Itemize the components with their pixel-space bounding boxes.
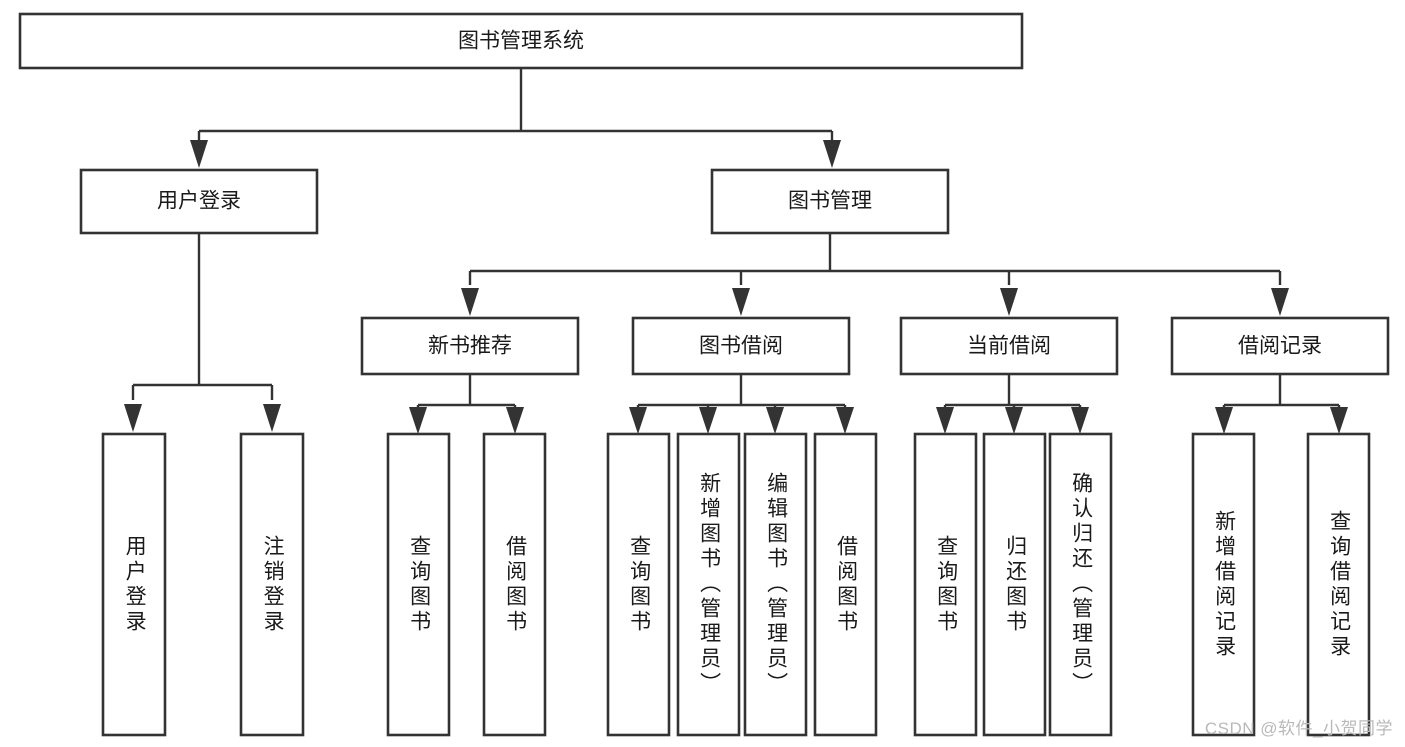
- node-book-borrow[interactable]: 图书借阅: [631, 316, 851, 376]
- node-current-borrow[interactable]: 当前借阅: [899, 316, 1119, 376]
- connector-borrow-record-to-leaves: [1215, 374, 1348, 434]
- connector-current-borrow-to-leaves: [936, 374, 1089, 434]
- borrow-record-label: 借阅记录: [1238, 335, 1322, 358]
- node-borrow-record[interactable]: 借阅记录: [1170, 316, 1390, 376]
- root-box[interactable]: [18, 12, 1024, 70]
- arrow-to-book-borrow: [732, 288, 750, 316]
- arrow-to-book-manage: [823, 140, 841, 168]
- connector-book-manage-to-level3: [461, 233, 1289, 316]
- leaf-box-logout[interactable]: [239, 432, 305, 737]
- arrow-to-leaf-confirm-return: [1071, 407, 1089, 434]
- arrow-to-leaf-query-book-1: [409, 407, 427, 434]
- arrow-to-leaf-query-book-2: [629, 407, 647, 434]
- arrow-to-borrow-record: [1271, 288, 1289, 316]
- arrow-to-leaf-query-book-3: [936, 407, 954, 434]
- arrow-to-leaf-borrow-book-2: [836, 407, 854, 434]
- leaf-box-query-book-3[interactable]: [913, 432, 978, 737]
- connector-book-borrow-to-leaves: [629, 374, 854, 434]
- user-login-box[interactable]: [79, 168, 319, 235]
- user-login-label: 用户登录: [157, 190, 241, 213]
- arrow-to-leaf-add-book: [699, 407, 717, 434]
- arrow-to-leaf-add-record: [1215, 407, 1233, 434]
- leaf-box-add-record[interactable]: [1191, 432, 1256, 737]
- leaf-box-user-login[interactable]: [101, 432, 167, 737]
- current-borrow-label: 当前借阅: [967, 335, 1051, 358]
- current-borrow-box[interactable]: [899, 316, 1119, 376]
- leaf-box-confirm-return[interactable]: [1048, 432, 1113, 737]
- arrow-to-user-login: [190, 140, 208, 168]
- csdn-watermark: CSDN @软件_小贺同学: [1204, 719, 1393, 738]
- leaf-box-borrow-book-2[interactable]: [813, 432, 878, 737]
- node-user-login[interactable]: 用户登录: [79, 168, 319, 235]
- connector-root-to-level2: [190, 68, 841, 168]
- new-book-recommend-label: 新书推荐: [428, 335, 512, 358]
- leaf-box-query-book-1[interactable]: [386, 432, 451, 737]
- leaf-box-borrow-book-1[interactable]: [482, 432, 547, 737]
- arrow-to-current-borrow: [1000, 288, 1018, 316]
- arrow-to-leaf-return-book: [1005, 407, 1023, 434]
- book-borrow-label: 图书借阅: [699, 335, 783, 358]
- connector-user-login-to-leaves: [124, 233, 281, 432]
- node-book-manage[interactable]: 图书管理: [710, 168, 950, 235]
- arrow-to-leaf-edit-book: [766, 407, 784, 434]
- arrow-to-leaf-user-login: [124, 404, 142, 432]
- new-book-recommend-box[interactable]: [360, 316, 580, 376]
- node-new-book-recommend[interactable]: 新书推荐: [360, 316, 580, 376]
- connector-new-book-to-leaves: [409, 374, 524, 434]
- leaf-box-add-book[interactable]: [676, 432, 741, 737]
- book-manage-label: 图书管理: [788, 190, 872, 213]
- node-root[interactable]: 图书管理系统: [18, 12, 1024, 70]
- arrow-to-new-book: [461, 288, 479, 316]
- leaf-box-return-book[interactable]: [982, 432, 1047, 737]
- leaf-box-query-record[interactable]: [1306, 432, 1371, 737]
- root-label: 图书管理系统: [458, 30, 584, 53]
- leaf-box-edit-book[interactable]: [743, 432, 808, 737]
- arrow-to-leaf-query-record: [1330, 407, 1348, 434]
- arrow-to-leaf-borrow-book-1: [506, 407, 524, 434]
- leaf-box-query-book-2[interactable]: [606, 432, 671, 737]
- arrow-to-leaf-logout: [263, 404, 281, 432]
